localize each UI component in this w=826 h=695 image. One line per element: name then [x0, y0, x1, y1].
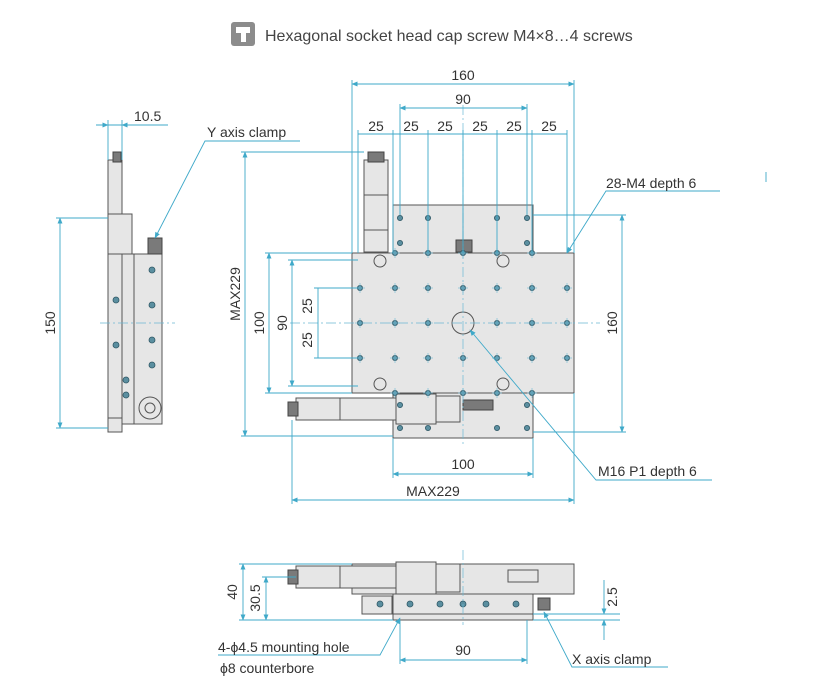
top-view-leaders: 28-M4 depth 6 M16 P1 depth 6 [469, 175, 720, 481]
side-screw [148, 266, 156, 274]
dim-90-front: 90 [455, 642, 471, 658]
header: Hexagonal socket head cap screw M4×8…4 s… [231, 22, 633, 46]
counterbore-hole [496, 254, 510, 268]
dim-25-lower: 25 [299, 332, 315, 348]
side-screw [122, 376, 130, 384]
dim-160-right: 160 [604, 311, 620, 335]
label-tapped-holes: 28-M4 depth 6 [606, 175, 696, 191]
x-clamp-knob [462, 399, 494, 411]
pitch-1: 25 [368, 118, 384, 134]
screw-icon [231, 22, 255, 46]
dim-10-5: 10.5 [134, 108, 161, 124]
label-y-clamp: Y axis clamp [207, 124, 286, 140]
top-view [287, 105, 600, 445]
x-clamp-knob-front [537, 597, 551, 611]
bottom-dimensions: 100 MAX229 [291, 393, 575, 504]
y-clamp-knob [147, 237, 163, 255]
label-counterbore: ϕ8 counterbore [220, 660, 314, 676]
side-screw [148, 336, 156, 344]
counterbore-hole [496, 377, 510, 391]
dim-160-top: 160 [451, 67, 475, 83]
top-dimensions: 160 90 25 25 25 25 25 25 [351, 67, 575, 253]
tapped-hole [524, 401, 531, 408]
dim-40: 40 [224, 584, 240, 600]
tapped-hole [396, 214, 403, 221]
dim-90-left: 90 [274, 315, 290, 331]
tapped-hole [524, 214, 531, 221]
x-micrometer [287, 393, 461, 425]
front-screw [436, 600, 444, 608]
label-mounting-hole: 4-ϕ4.5 mounting hole [218, 639, 350, 655]
label-x-clamp: X axis clamp [572, 651, 652, 667]
tapped-hole [396, 424, 403, 431]
front-screw [512, 600, 520, 608]
dim-max229-bottom: MAX229 [406, 483, 460, 499]
tapped-hole [424, 424, 431, 431]
dim-100-left: 100 [251, 311, 267, 335]
dim-90-top: 90 [455, 91, 471, 107]
side-view: 10.5 150 Y axis clamp [42, 108, 300, 433]
pitch-4: 25 [472, 118, 488, 134]
side-screw [148, 361, 156, 369]
tapped-hole [524, 239, 531, 246]
dim-150: 150 [42, 311, 58, 335]
counterbore-hole [373, 377, 387, 391]
front-screw [482, 600, 490, 608]
y-micrometer [363, 151, 389, 253]
header-text: Hexagonal socket head cap screw M4×8…4 s… [265, 28, 633, 45]
front-view: 40 30.5 2.5 90 4-ϕ4.5 mounting hole ϕ8 c… [218, 550, 668, 676]
label-center-hole: M16 P1 depth 6 [598, 463, 697, 479]
tapped-hole [493, 424, 500, 431]
side-screw [112, 341, 120, 349]
dim-100-bottom: 100 [451, 456, 475, 472]
pitch-3: 25 [437, 118, 453, 134]
pitch-6: 25 [541, 118, 557, 134]
tapped-hole [396, 239, 403, 246]
front-screw [376, 600, 384, 608]
pitch-2: 25 [403, 118, 419, 134]
tapped-hole [396, 401, 403, 408]
dim-30-5: 30.5 [247, 584, 263, 611]
dim-max229-left: MAX229 [227, 267, 243, 321]
dim-2-5: 2.5 [604, 587, 620, 607]
counterbore-hole [373, 254, 387, 268]
side-screw [148, 301, 156, 309]
tapped-hole-grid [355, 214, 572, 431]
right-dimensions: 160 [533, 172, 767, 433]
pitch-5: 25 [506, 118, 522, 134]
dim-25-upper: 25 [299, 298, 315, 314]
tapped-hole [524, 424, 531, 431]
front-micrometer [295, 565, 397, 589]
front-screw [406, 600, 414, 608]
side-screw [112, 296, 120, 304]
side-screw [122, 391, 130, 399]
side-view-body [107, 159, 123, 419]
left-dimensions: MAX229 100 90 25 25 [227, 151, 393, 437]
